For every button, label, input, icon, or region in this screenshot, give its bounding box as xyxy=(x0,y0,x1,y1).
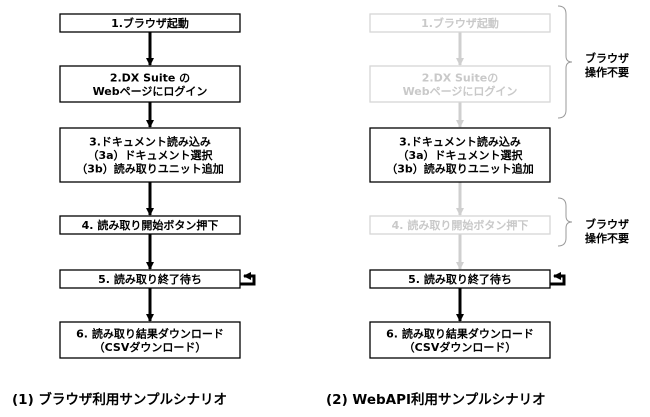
right-note-2-line-2: 操作不要 xyxy=(585,231,629,245)
right-step-2-box xyxy=(369,65,551,103)
right-note-2-line-1: ブラウザ xyxy=(585,217,629,231)
right-step-4-line-1: 4. 読み取り開始ボタン押下 xyxy=(392,218,529,232)
left-step-3-box xyxy=(59,127,241,183)
right-step-6-line-2: （CSVダウンロード） xyxy=(404,340,517,354)
right-step-3-box xyxy=(369,127,551,183)
right-step-6-box xyxy=(369,321,551,359)
right-step-6-line-1: 6. 読み取り結果ダウンロード xyxy=(386,326,534,340)
left-step-6-line-1: 6. 読み取り結果ダウンロード xyxy=(76,326,224,340)
right-step-5-box xyxy=(369,269,551,289)
right-step-3-line-3: （3b）読み取りユニット追加 xyxy=(386,162,534,176)
left-step-3-line-2: （3a）ドキュメント選択 xyxy=(87,148,213,162)
left-loop-arrow-step-5 xyxy=(240,272,256,286)
right-note-1-line-1: ブラウザ xyxy=(585,51,629,65)
right-brace-1 xyxy=(557,5,573,119)
right-brace-2 xyxy=(557,197,573,247)
left-caption: (1) ブラウザ利用サンプルシナリオ xyxy=(12,391,227,408)
left-step-1-box xyxy=(59,13,241,33)
right-loop-arrow-step-5 xyxy=(550,272,566,286)
left-step-4-box xyxy=(59,215,241,235)
right-step-4-box xyxy=(369,215,551,235)
left-step-3-line-1: 3.ドキュメント読み込み xyxy=(89,135,211,149)
left-step-3-line-3: （3b）読み取りユニット追加 xyxy=(76,162,224,176)
right-step-3-line-2: （3a）ドキュメント選択 xyxy=(397,148,523,162)
left-step-2-line-2: Webページにログイン xyxy=(93,84,208,98)
left-step-5-box xyxy=(59,269,241,289)
left-step-6-line-2: （CSVダウンロード） xyxy=(94,340,207,354)
right-step-2-line-1: 2.DX Suiteの xyxy=(422,71,499,84)
right-step-5-line-1: 5. 読み取り終了待ち xyxy=(408,272,512,286)
left-step-2-line-1: 2.DX Suite の xyxy=(110,71,190,84)
left-step-2-box xyxy=(59,65,241,103)
right-caption: (2) WebAPI利用サンプルシナリオ xyxy=(326,391,546,408)
right-step-3-line-1: 3.ドキュメント読み込み xyxy=(399,135,521,149)
left-step-5-line-1: 5. 読み取り終了待ち xyxy=(98,272,202,286)
left-step-6-box xyxy=(59,321,241,359)
right-step-1-box xyxy=(369,13,551,33)
right-note-1-line-2: 操作不要 xyxy=(585,65,629,79)
left-step-1-line-1: 1.ブラウザ起動 xyxy=(111,16,189,30)
right-step-1-line-1: 1.ブラウザ起動 xyxy=(421,16,499,30)
right-step-2-line-2: Webページにログイン xyxy=(403,84,518,98)
left-step-4-line-1: 4. 読み取り開始ボタン押下 xyxy=(82,218,219,232)
